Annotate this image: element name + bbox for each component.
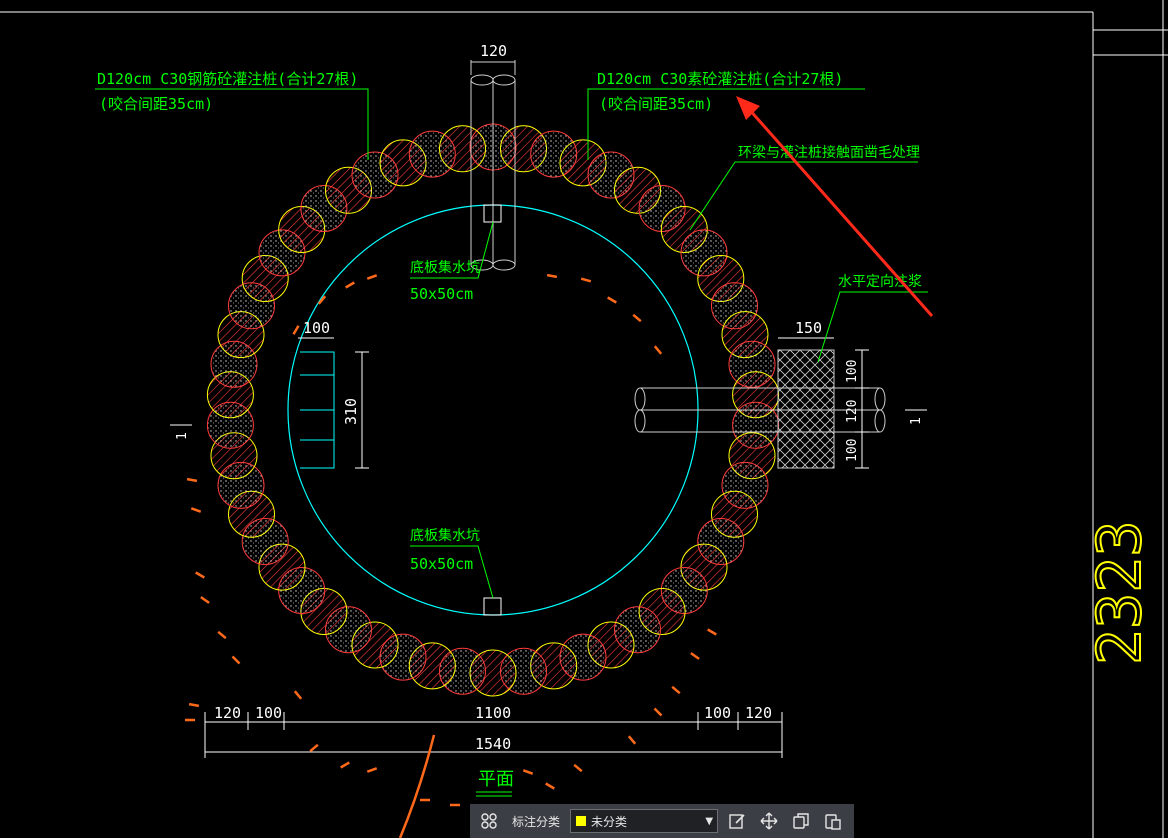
grouting-zone (777, 349, 835, 469)
sheet-number: 2323 (1085, 521, 1155, 666)
ring-beam-note-leader (689, 161, 918, 231)
reinforced-pile-spacing: (咬合间距35cm) (99, 95, 213, 113)
orange-mark (366, 767, 378, 773)
ring-beam-note: 环梁与灌注桩接触面凿毛处理 (738, 144, 920, 161)
left-box (298, 337, 369, 469)
plain-pile-leader (587, 88, 865, 160)
orange-mark (546, 273, 558, 279)
orange-mark (200, 596, 210, 604)
category-color-swatch (575, 815, 588, 827)
sump-top-name: 底板集水坑 (410, 259, 480, 276)
orange-mark (632, 313, 642, 323)
orange-mark (580, 277, 592, 283)
reinforced-pile-leader (95, 88, 369, 160)
orange-mark (653, 707, 663, 717)
orange-mark (317, 295, 327, 305)
right-h3-dim: 100 (845, 439, 860, 462)
sump-top-leader (410, 221, 494, 279)
orange-mark (309, 743, 319, 753)
chevron-down-icon: ▼ (705, 815, 714, 827)
orange-mark (522, 769, 534, 775)
orange-mark (188, 702, 200, 708)
orange-mark (190, 507, 202, 513)
right-box-width-dim: 150 (795, 319, 822, 337)
grouting-note-leader (817, 291, 928, 363)
top-grouting-pipe (470, 60, 516, 271)
orange-mark (231, 655, 241, 665)
bottom-dimensions (204, 712, 783, 758)
orange-mark (627, 735, 637, 745)
orange-mark (671, 685, 681, 695)
bottom-dim-1: 120 (214, 704, 241, 722)
orange-curve (398, 734, 436, 838)
orange-mark (690, 652, 700, 660)
plain-pile-label: D120cm C30素砼灌注桩(合计27根) (597, 70, 843, 88)
bottom-dim-2: 100 (255, 704, 282, 722)
plain-pile (439, 125, 486, 173)
sump-top-size: 50x50cm (410, 285, 473, 303)
top-pipe-width-dim: 120 (480, 42, 507, 60)
right-h2-dim: 120 (845, 400, 860, 423)
annotation-toolbar: 标注分类 未分类 ▼ (470, 804, 854, 838)
orange-mark (545, 782, 555, 790)
right-h1-dim: 100 (845, 360, 860, 383)
grouting-note: 水平定向注浆 (838, 274, 922, 290)
right-grouting-pipe (634, 387, 886, 433)
bottom-dim-5: 120 (745, 704, 772, 722)
bottom-dim-4: 100 (704, 704, 731, 722)
section-mark-left: 1 (175, 432, 190, 440)
plain-pile-spacing: (咬合间距35cm) (599, 95, 713, 113)
orange-mark (345, 281, 355, 289)
bottom-dim-3: 1100 (475, 704, 511, 722)
orange-mark (293, 690, 303, 700)
orange-mark (653, 345, 663, 355)
sump-bottom-size: 50x50cm (410, 555, 473, 573)
orange-mark (340, 761, 350, 769)
orange-mark (292, 325, 300, 335)
plan-title: 平面 (478, 769, 514, 790)
orange-grouting-marks (185, 273, 717, 838)
section-mark-right: 1 (909, 417, 924, 425)
orange-mark (707, 628, 717, 636)
orange-mark (217, 630, 227, 640)
category-label: 标注分类 (512, 814, 561, 829)
category-value: 未分类 (591, 814, 628, 829)
paste-icon[interactable] (820, 808, 846, 834)
section-marks (170, 409, 927, 426)
pile-ring (206, 123, 780, 697)
left-box-height-dim: 310 (342, 398, 360, 425)
right-dimensions (778, 337, 869, 469)
orange-mark (186, 477, 198, 483)
category-select[interactable]: 未分类 ▼ (570, 809, 719, 833)
orange-mark (607, 296, 617, 304)
sump-bottom-name: 底板集水坑 (410, 527, 480, 544)
copy-icon[interactable] (788, 808, 814, 834)
left-box-width-dim: 100 (303, 319, 330, 337)
orange-mark (366, 274, 378, 280)
bottom-dim-total: 1540 (475, 735, 511, 753)
grid-icon[interactable] (476, 808, 502, 834)
edit-icon[interactable] (724, 808, 750, 834)
move-icon[interactable] (756, 808, 782, 834)
orange-mark (195, 571, 205, 579)
orange-mark (573, 763, 583, 773)
sump-bottom (483, 597, 502, 616)
red-arrow-annotation (736, 96, 934, 317)
reinforced-pile-label: D120cm C30钢筋砼灌注桩(合计27根) (97, 70, 358, 88)
sump-bottom-leader (410, 545, 494, 599)
